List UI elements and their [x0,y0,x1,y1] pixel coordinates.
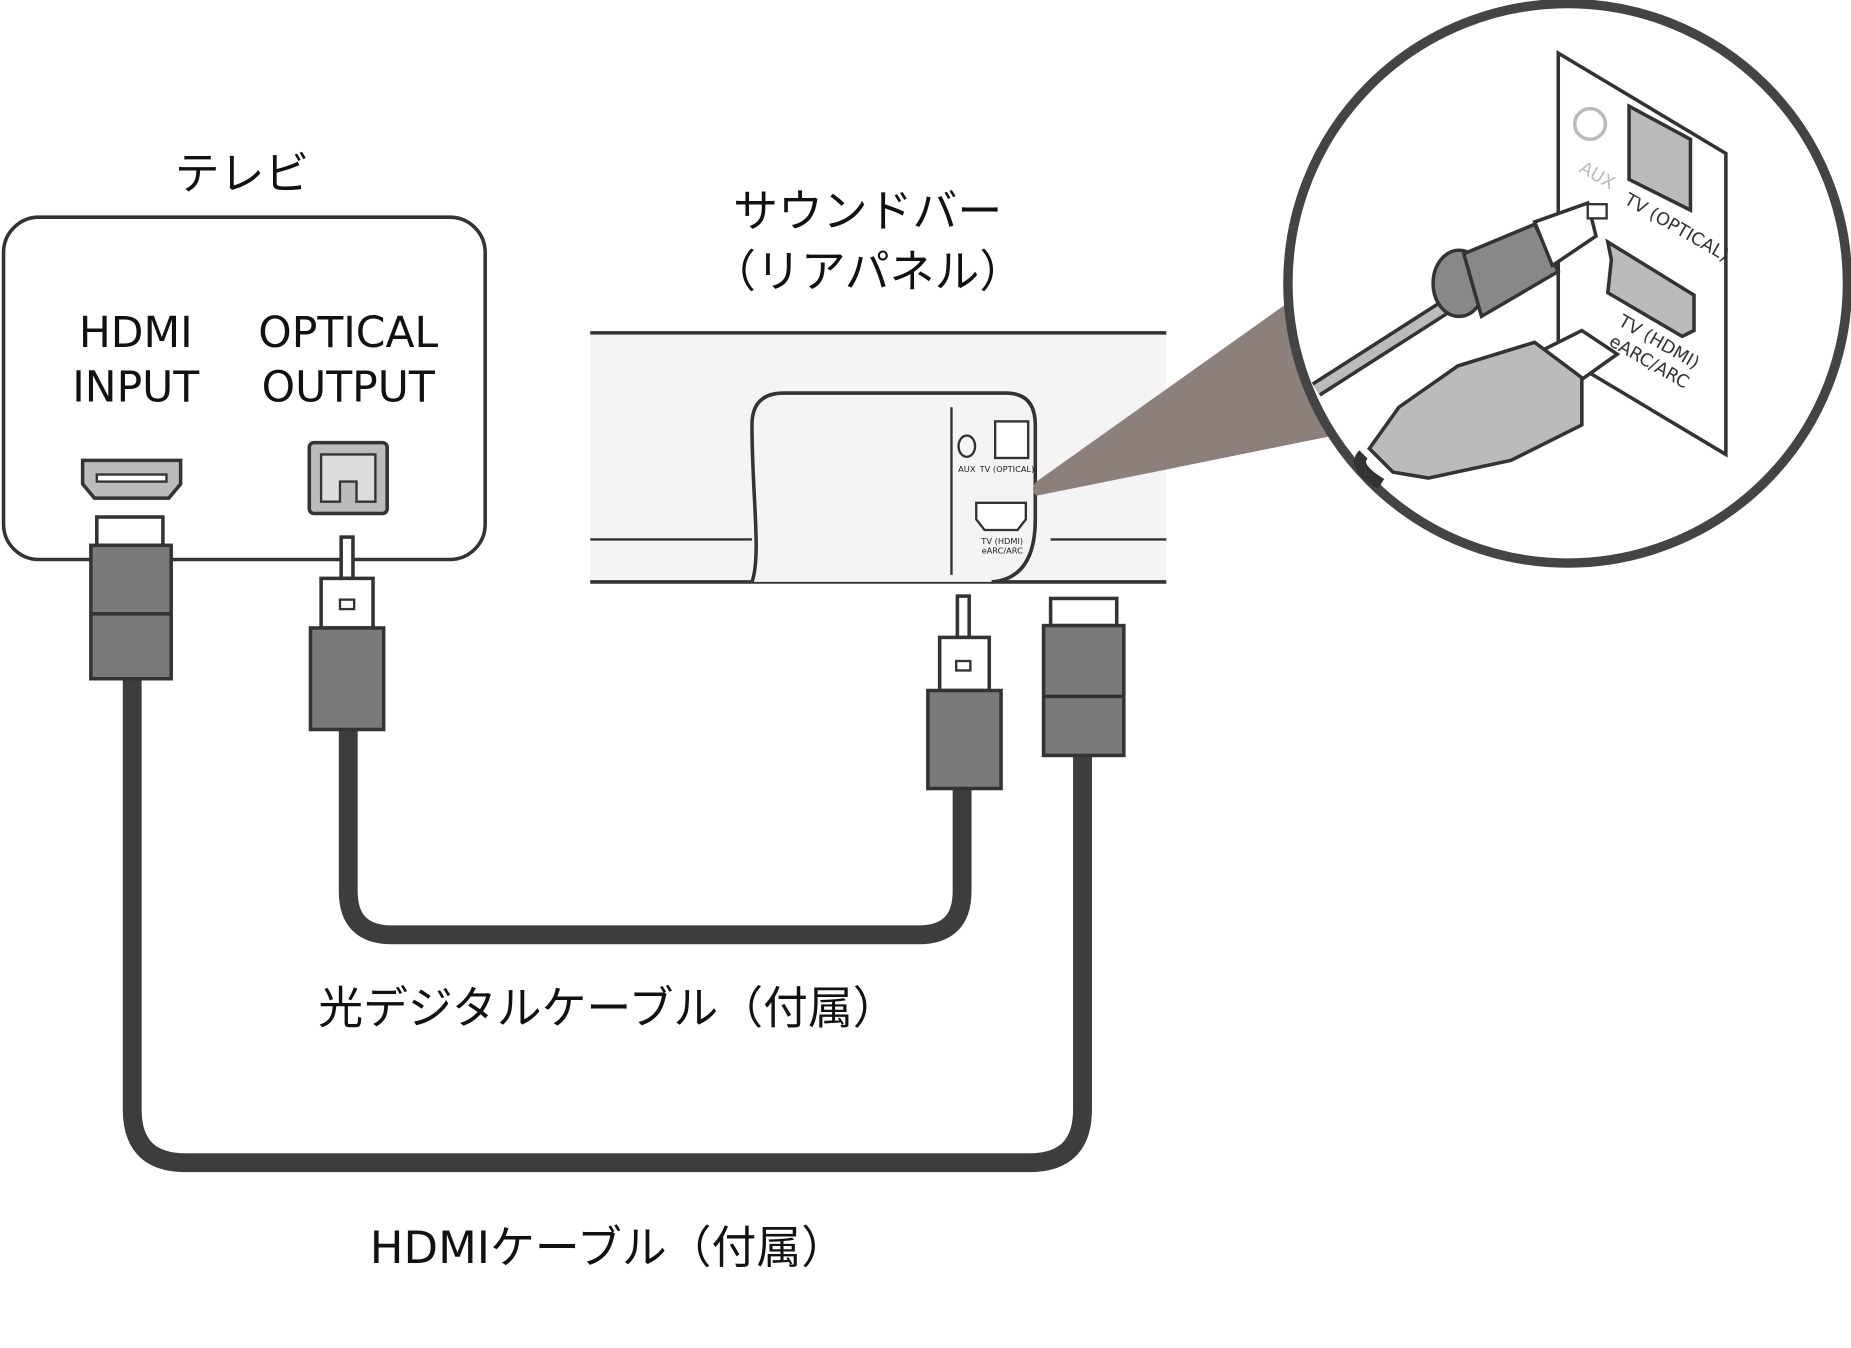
optical-label: TV (OPTICAL) [979,464,1035,474]
optical-port-icon [993,420,1030,460]
soundbar-hdmi-plug [1041,596,1126,758]
soundbar-panel [750,391,1038,584]
hdmi-port-icon [975,501,1028,532]
hdmi-cable [122,678,1092,1173]
hdmi-label: TV (HDMI) [980,536,1023,546]
soundbar-rear: AUX TV (OPTICAL) TV (HDMI) eARC/ARC [590,331,1167,584]
tv-hdmi-label: INPUT [72,363,200,412]
soundbar-optical-plug [926,594,1003,791]
soundbar-subtitle: （リアパネル） [711,245,1024,298]
tv-optical-label: OPTICAL [258,309,438,358]
zoom-hdmi-plug [1354,328,1621,490]
zoom-optical-port-icon [1627,103,1693,213]
aux-label: AUX [958,464,976,474]
zoom-wedge [1032,295,1329,496]
tv-optical-plug [308,535,386,732]
zoom-hdmi-port-icon [1605,238,1696,339]
tv-hdmi-label: HDMI [79,309,193,358]
hdmi-cable-label: HDMIケーブル（付属） [370,1221,846,1274]
tv-title: テレビ [175,147,310,200]
soundbar-title: サウンドバー [733,185,1002,238]
tv-hdmi-plug [89,515,173,681]
tv-optical-label: OUTPUT [262,363,436,412]
zoom-aux-jack-icon [1572,106,1608,142]
tv-optical-port-icon [307,440,389,516]
zoom-optical-plug [1431,200,1608,320]
hdmi-label: eARC/ARC [982,546,1024,556]
optical-cable [338,729,972,945]
optical-cable-label: 光デジタルケーブル（付属） [318,981,897,1034]
tv-hdmi-port-icon [80,458,183,500]
aux-jack-icon [957,434,977,458]
zoom-detail: AUX TV (OPTICAL) TV (HDMI) eARC/ARC [1283,0,1851,568]
